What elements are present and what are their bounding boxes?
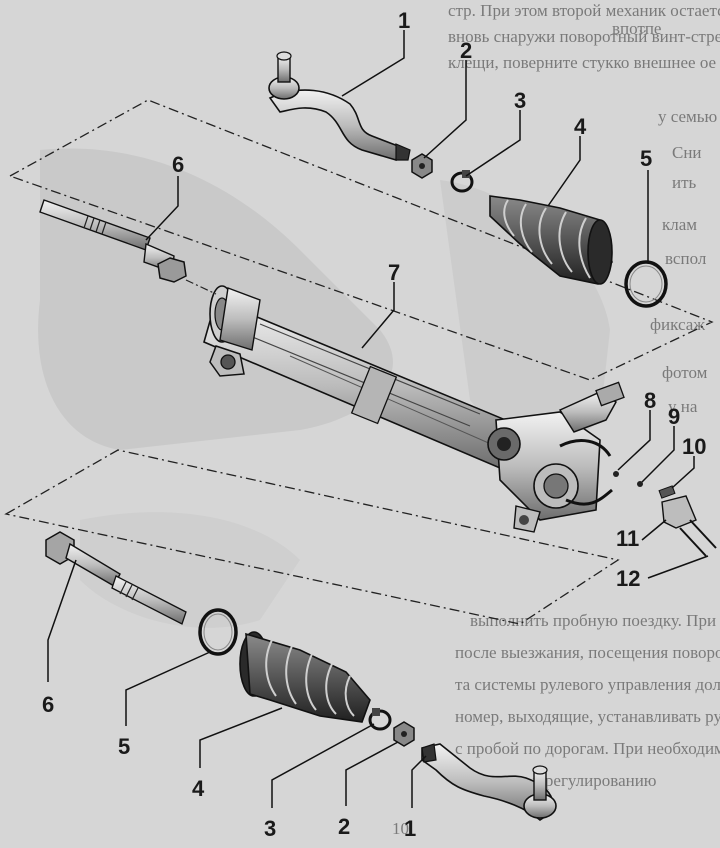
callout-11: 11 (616, 526, 639, 551)
bg-text-right-3: ить (672, 173, 697, 192)
tie-rod-end-upper (268, 51, 411, 162)
callout-8: 8 (644, 388, 656, 413)
callout-12: 12 (616, 566, 640, 591)
callout-1-bottom: 1 (404, 816, 416, 841)
callout-3-bottom: 3 (264, 816, 276, 841)
bg-text-bottom-3: та системы рулевого управления должна (455, 675, 720, 694)
bg-text-right-7: фотом (662, 363, 708, 382)
callout-6-bottom: 6 (42, 692, 54, 717)
inner-tie-rod-lower (45, 531, 187, 625)
boot-lower (239, 631, 371, 723)
lock-nut-lower (393, 721, 415, 747)
bg-text-right-top: впотпе (612, 19, 661, 38)
leader-lines (47, 30, 709, 808)
callout-2-top: 2 (460, 38, 472, 63)
part-8-washer (613, 471, 619, 477)
bg-text-top-2: вновь снаружи поворотный винт-стрела (448, 27, 720, 46)
callout-3-top: 3 (514, 88, 526, 113)
callout-1-top: 1 (398, 8, 410, 33)
background-text: стр. При этом второй механик остается вн… (392, 1, 720, 838)
bg-text-right-5: вспол (665, 249, 707, 268)
tie-rod-end-lower (421, 743, 557, 822)
bg-text-bottom-5: с пробой по дорогам. При необходимост (455, 739, 720, 758)
callout-10: 10 (682, 434, 706, 459)
callout-5-top: 5 (640, 146, 652, 171)
clamp-upper (450, 170, 474, 193)
part-11-fitting (661, 495, 697, 529)
lock-nut-upper (411, 153, 433, 179)
upper-assembly-outline (8, 99, 714, 381)
part-9-washer (637, 481, 643, 487)
boot-upper (489, 195, 613, 285)
callout-7: 7 (388, 260, 400, 285)
small-parts-right (613, 471, 717, 557)
callout-4-top: 4 (574, 114, 587, 139)
steering-gear-housing (203, 285, 625, 533)
bg-text-right-2: Сни (672, 143, 702, 162)
ring-upper (624, 260, 668, 308)
axis-line-upper (185, 279, 217, 295)
bg-text-right-4: клам (662, 215, 697, 234)
part-12-line (689, 519, 717, 549)
callout-6-top: 6 (172, 152, 184, 177)
clamp-lower (368, 708, 392, 731)
callout-5-bottom: 5 (118, 734, 130, 759)
inner-tie-rod-upper (39, 199, 187, 283)
bg-text-right-8: у на (668, 397, 698, 416)
callout-4-bottom: 4 (192, 776, 205, 801)
callout-9: 9 (668, 404, 680, 429)
bg-text-bottom-1: выполнить пробную поездку. При этом (470, 611, 720, 630)
bg-text-top-3: клещи, поверните стукко внешнее ое (448, 53, 716, 72)
bg-text-right-6: фиксаж (650, 315, 705, 334)
bg-text-page-number: 10 (392, 819, 409, 838)
bg-text-bottom-4: номер, выходящие, устанавливать рулев (455, 707, 720, 726)
ring-lower (198, 608, 238, 656)
assembly-outlines (4, 99, 714, 625)
part-10-bolt (658, 485, 676, 499)
bg-text-right-1: у семью (658, 107, 718, 126)
callout-labels: 1 2 3 4 5 6 7 8 9 10 11 12 6 5 4 3 2 1 (42, 8, 706, 841)
callout-2-bottom: 2 (338, 814, 350, 839)
lower-assembly-outline (4, 449, 620, 625)
bg-text-bottom-2: после выезжания, посещения поворот (455, 643, 720, 662)
bg-text-top-1: стр. При этом второй механик остается (448, 1, 720, 20)
